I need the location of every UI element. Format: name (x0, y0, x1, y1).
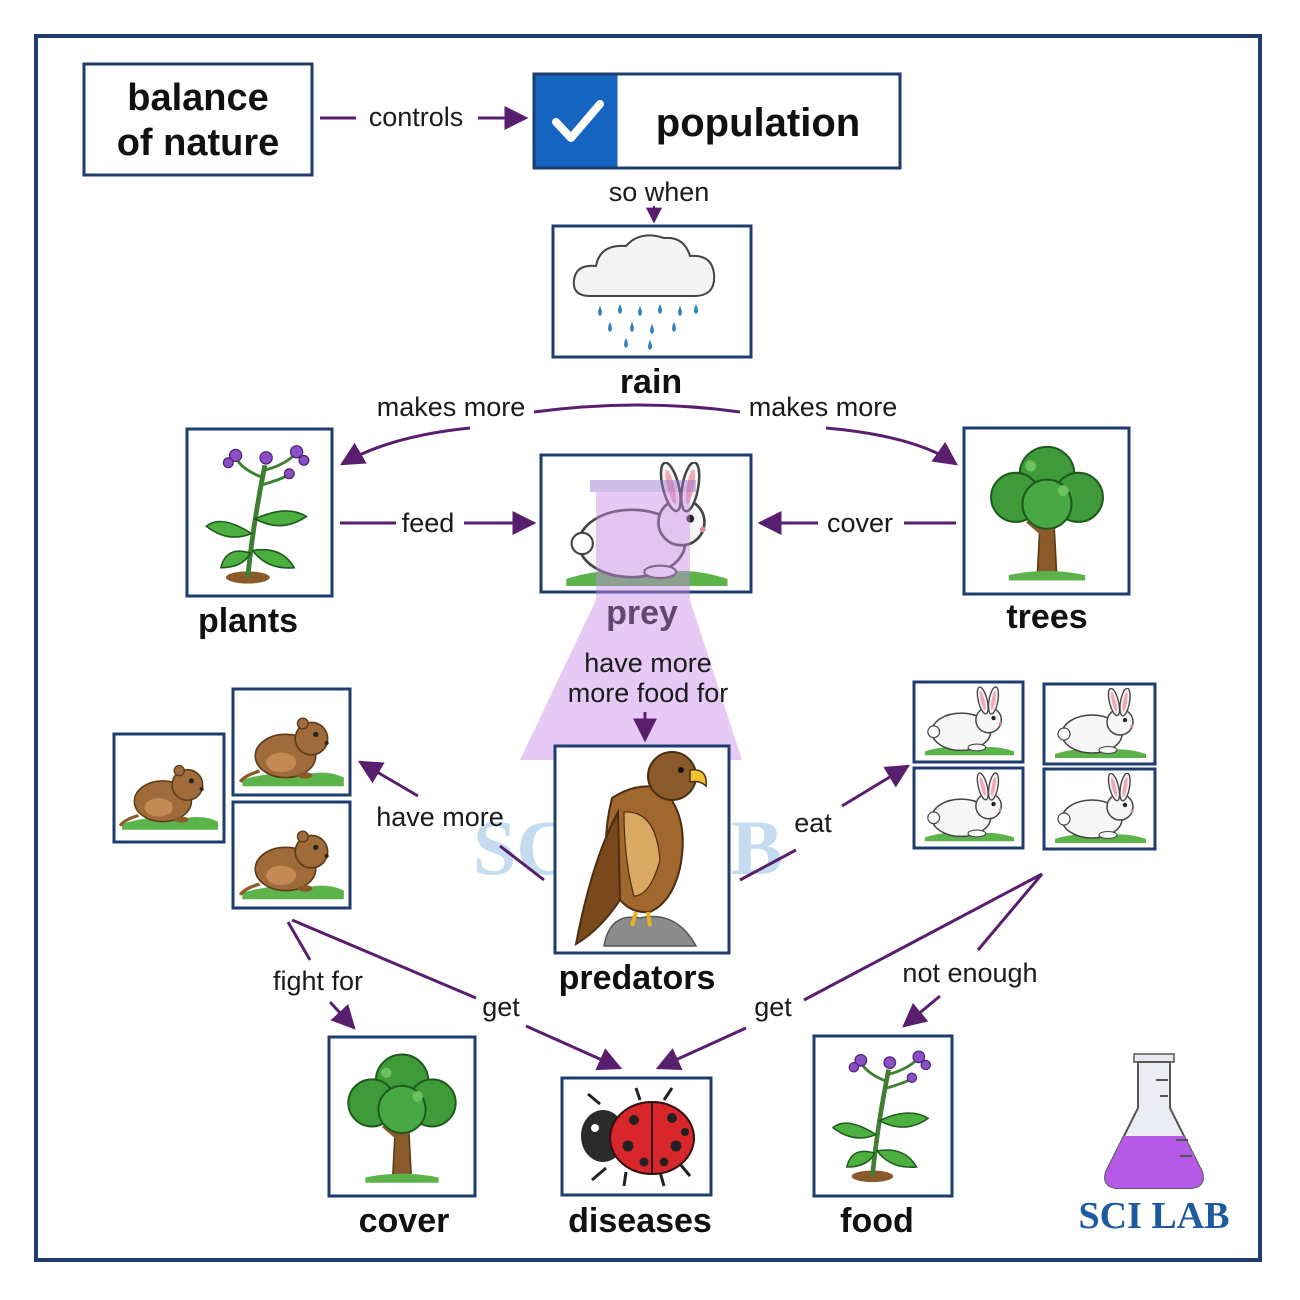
checkmark-icon (552, 100, 604, 142)
have-more-line1: have more (584, 648, 712, 678)
diseases-label: diseases (568, 1202, 712, 1240)
balance-of-nature-line2: of nature (117, 122, 280, 164)
makes-more-trees-arrow (825, 426, 958, 466)
eat-label: eat (794, 808, 832, 838)
get-right-label: get (754, 992, 792, 1022)
plants-card (185, 427, 334, 598)
diagram-frame (34, 34, 1262, 1262)
fight-for-label: fight for (273, 966, 363, 996)
so-when-label: so when (609, 177, 710, 207)
eat-tail (739, 848, 797, 882)
population-label: population (656, 101, 860, 145)
have-more-line2: more food for (568, 678, 729, 708)
food-label: food (840, 1202, 914, 1240)
balance-of-nature-line1: balance (127, 77, 269, 119)
have-more-left-tail (499, 844, 545, 882)
not-enough-label: not enough (902, 958, 1037, 988)
balance-of-nature-box (82, 62, 314, 177)
get-left-arrow (525, 1024, 623, 1071)
brand-logo: SCI LAB (1079, 1053, 1230, 1237)
have-more-left-label: have more (376, 802, 504, 832)
trees-label: trees (1006, 598, 1087, 636)
makes-more-top-curve (533, 403, 741, 414)
have-more-left-arrow (357, 760, 419, 798)
get-right-arrow (655, 1026, 747, 1070)
feed-label: feed (402, 508, 455, 538)
get-left-tail (291, 918, 477, 1000)
fight-for-arrow (328, 1000, 356, 1030)
makes-more-right-label: makes more (749, 392, 898, 422)
hawk-icon (574, 751, 707, 947)
rain-label: rain (620, 363, 682, 401)
eat-arrow (841, 764, 911, 808)
not-enough-tail (976, 873, 1044, 951)
not-enough-arrow (902, 994, 941, 1028)
flask-icon (1104, 1053, 1204, 1189)
flask-icon (520, 488, 742, 760)
get-right-tail (803, 872, 1043, 1002)
ladybug-icon (581, 1087, 695, 1187)
makes-more-left-label: makes more (377, 392, 526, 422)
makes-more-plants-arrow (339, 426, 471, 466)
brand-text: SCI LAB (1079, 1195, 1230, 1237)
get-left-label: get (482, 992, 520, 1022)
controls-label: controls (369, 102, 464, 132)
fight-for-tail (286, 921, 312, 961)
rain-cloud-icon (572, 234, 716, 350)
checkbox-fill (535, 75, 618, 167)
cover-edge-label: cover (827, 508, 893, 538)
plants-label: plants (198, 602, 298, 640)
predators-label: predators (559, 959, 716, 997)
cover-label: cover (359, 1202, 450, 1240)
prey-label: prey (606, 594, 678, 632)
